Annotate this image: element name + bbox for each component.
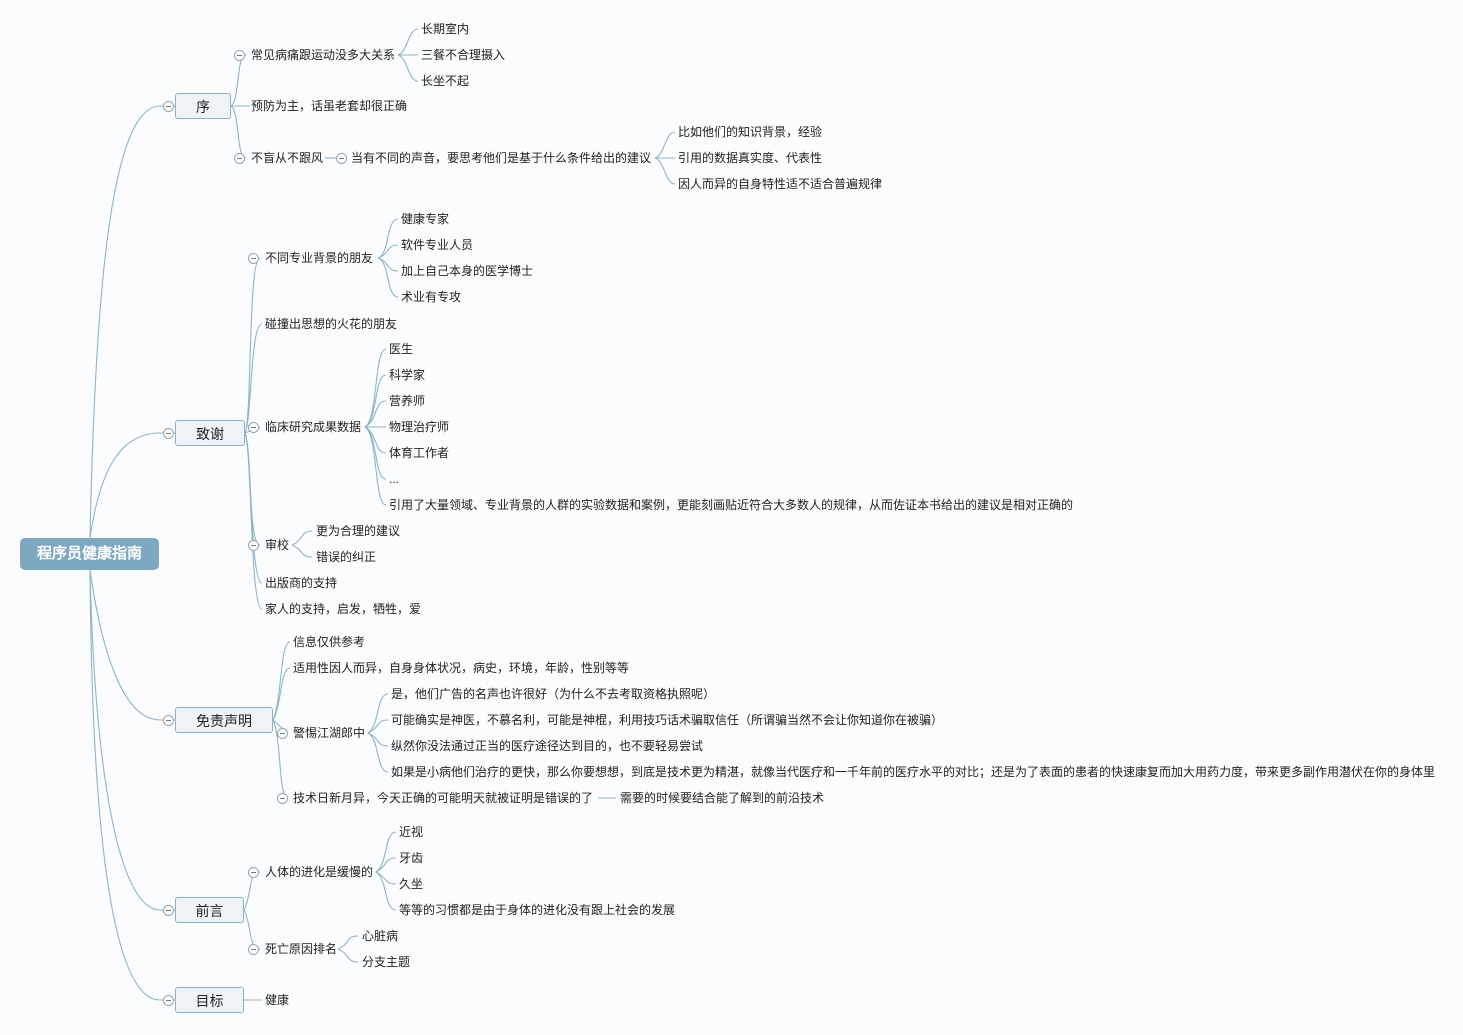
subtopic-shiyong[interactable]: 适用性因人而异，自身身体状况，病史，环境，年龄，性别等等 bbox=[293, 661, 630, 675]
topic-zhixie[interactable]: 致谢 bbox=[175, 420, 245, 446]
leaf-topic[interactable]: 软件专业人员 bbox=[401, 238, 474, 252]
leaf-topic[interactable]: 等等的习惯都是由于身体的进化没有跟上社会的发展 bbox=[399, 903, 676, 917]
subtopic-pengzhuang[interactable]: 碰撞出思想的火花的朋友 bbox=[265, 317, 398, 331]
collapse-icon[interactable] bbox=[234, 50, 245, 61]
leaf-topic[interactable]: 健康专家 bbox=[401, 212, 450, 226]
leaf-topic[interactable]: 久坐 bbox=[399, 877, 424, 891]
collapse-icon[interactable] bbox=[234, 153, 245, 164]
leaf-topic[interactable]: 营养师 bbox=[389, 394, 426, 408]
leaf-topic[interactable]: 长坐不起 bbox=[421, 74, 470, 88]
leaf-topic[interactable]: 引用的数据真实度、代表性 bbox=[678, 151, 823, 165]
root-topic[interactable]: 程序员健康指南 bbox=[20, 538, 159, 570]
leaf-topic[interactable]: 比如他们的知识背景，经验 bbox=[678, 125, 823, 139]
subtopic-renti[interactable]: 人体的进化是缓慢的 bbox=[265, 865, 374, 879]
leaf-topic[interactable]: 因人而异的自身特性适不适合普遍规律 bbox=[678, 177, 883, 191]
leaf-topic[interactable]: 更为合理的建议 bbox=[316, 524, 401, 538]
leaf-topic[interactable]: 医生 bbox=[389, 342, 414, 356]
leaf-topic[interactable]: 心脏病 bbox=[362, 929, 399, 943]
leaf-topic[interactable]: 是，他们广告的名声也许很好（为什么不去考取资格执照呢） bbox=[391, 687, 716, 701]
subtopic-jishu[interactable]: 技术日新月异，今天正确的可能明天就被证明是错误的了 bbox=[293, 791, 594, 805]
collapse-icon[interactable] bbox=[163, 428, 174, 439]
collapse-icon[interactable] bbox=[248, 253, 259, 264]
collapse-icon[interactable] bbox=[248, 944, 259, 955]
leaf-topic[interactable]: 科学家 bbox=[389, 368, 426, 382]
leaf-topic[interactable]: 术业有专攻 bbox=[401, 290, 462, 304]
leaf-topic[interactable]: 物理治疗师 bbox=[389, 420, 450, 434]
leaf-topic[interactable]: 三餐不合理摄入 bbox=[421, 48, 506, 62]
subtopic-dangyou[interactable]: 当有不同的声音，要思考他们是基于什么条件给出的建议 bbox=[351, 151, 652, 165]
subtopic-chubanshang[interactable]: 出版商的支持 bbox=[265, 576, 338, 590]
subtopic-shenjiao[interactable]: 审校 bbox=[265, 538, 290, 552]
topic-qianyan[interactable]: 前言 bbox=[175, 897, 244, 923]
subtopic-linchuang[interactable]: 临床研究成果数据 bbox=[265, 420, 362, 434]
collapse-icon[interactable] bbox=[248, 422, 259, 433]
subtopic-changjian[interactable]: 常见病痛跟运动没多大关系 bbox=[251, 48, 396, 62]
subtopic-jiaren[interactable]: 家人的支持，启发，牺牲，爱 bbox=[265, 602, 422, 616]
leaf-topic[interactable]: 需要的时候要结合能了解到的前沿技术 bbox=[620, 791, 825, 805]
collapse-icon[interactable] bbox=[163, 905, 174, 916]
subtopic-yufang[interactable]: 预防为主，话虽老套却很正确 bbox=[251, 99, 408, 113]
collapse-icon[interactable] bbox=[248, 867, 259, 878]
leaf-topic[interactable]: 体育工作者 bbox=[389, 446, 450, 460]
topic-mubiao[interactable]: 目标 bbox=[175, 987, 244, 1013]
subtopic-jiankang[interactable]: 健康 bbox=[265, 993, 290, 1007]
collapse-icon[interactable] bbox=[277, 728, 288, 739]
collapse-icon[interactable] bbox=[163, 715, 174, 726]
collapse-icon[interactable] bbox=[248, 540, 259, 551]
leaf-topic[interactable]: 加上自己本身的医学博士 bbox=[401, 264, 534, 278]
leaf-topic[interactable]: 如果是小病他们治疗的更快，那么你要想想，到底是技术更为精湛，就像当代医疗和一千年… bbox=[391, 765, 1436, 779]
topic-mianze[interactable]: 免责声明 bbox=[175, 707, 273, 733]
leaf-topic[interactable]: 近视 bbox=[399, 825, 424, 839]
subtopic-siwang[interactable]: 死亡原因排名 bbox=[265, 942, 338, 956]
leaf-topic[interactable]: 牙齿 bbox=[399, 851, 424, 865]
subtopic-butong[interactable]: 不同专业背景的朋友 bbox=[265, 251, 374, 265]
subtopic-xinxi[interactable]: 信息仅供参考 bbox=[293, 635, 366, 649]
leaf-topic[interactable]: 错误的纠正 bbox=[316, 550, 377, 564]
collapse-icon[interactable] bbox=[277, 793, 288, 804]
leaf-topic[interactable]: 分支主题 bbox=[362, 955, 411, 969]
leaf-topic[interactable]: 纵然你没法通过正当的医疗途径达到目的，也不要轻易尝试 bbox=[391, 739, 704, 753]
collapse-icon[interactable] bbox=[336, 153, 347, 164]
collapse-icon[interactable] bbox=[163, 995, 174, 1006]
leaf-topic[interactable]: 引用了大量领域、专业背景的人群的实验数据和案例，更能刻画贴近符合大多数人的规律，… bbox=[389, 498, 1074, 512]
leaf-topic[interactable]: 长期室内 bbox=[421, 22, 470, 36]
topic-xu[interactable]: 序 bbox=[175, 93, 231, 119]
leaf-topic[interactable]: ... bbox=[389, 472, 400, 486]
leaf-topic[interactable]: 可能确实是神医，不慕名利，可能是神棍，利用技巧话术骗取信任（所谓骗当然不会让你知… bbox=[391, 713, 944, 727]
subtopic-jingti[interactable]: 警惕江湖郎中 bbox=[293, 726, 366, 740]
subtopic-bumang[interactable]: 不盲从不跟风 bbox=[251, 151, 324, 165]
collapse-icon[interactable] bbox=[163, 101, 174, 112]
